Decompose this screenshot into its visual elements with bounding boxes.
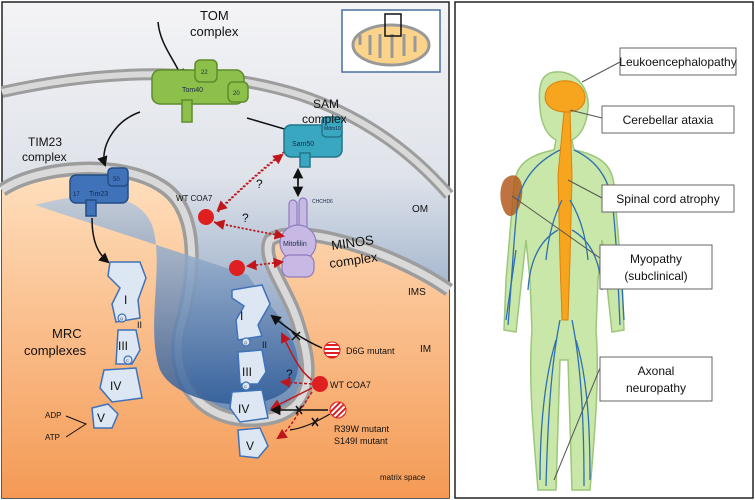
brain-icon [544,80,586,113]
mrc-right-V: V [246,439,254,453]
r39w-mutant-label: R39W mutant [334,424,390,434]
wt-coa7-matrix-label: WT COA7 [330,380,371,390]
left-panel: OM IMS IM matrix space TOM complex Tom40… [0,1,454,499]
r39w-mutant-icon [329,401,347,419]
sam-sub-label: Mdm10 [324,126,341,132]
tim23-complex: TIM23 complex Tim23 17 50 [22,111,141,264]
myopathy-text: Myopathy [630,252,682,266]
question-mark-2: ? [242,211,249,225]
tom-20-label: 20 [233,91,240,97]
mitofilin-label: Mitofilin [283,241,307,248]
wt-coa7-ims-label: WT COA7 [176,194,213,203]
spinal-cord-icon [557,111,573,321]
label-spinal-cord-atrophy: Spinal cord atrophy [567,179,735,213]
mrc-right-q: Q [244,340,247,345]
sam-complex: SAM complex Sam50 Mdm10 [246,97,347,168]
mrc-right-III: III [242,365,252,379]
mrc-complexes-left: MRC complexes I II III IV V Q C ADP ATP [24,261,147,442]
s149i-mutant-label: S149I mutant [334,436,388,446]
myopathy-subclinical-text: (subclinical) [624,269,687,283]
mrc-left-I: I [124,293,127,307]
spinal-cord-atrophy-text: Spinal cord atrophy [616,192,719,206]
matrix-label: matrix space [380,473,426,482]
mrc-right-II: II [262,340,267,350]
tim23-50-label: 50 [113,177,120,183]
wt-coa7-matrix-icon [312,376,328,392]
mrc-right-I: I [240,309,243,323]
tom-complex: TOM complex Tom40 22 20 [151,8,249,123]
d6g-mutant-label: D6G mutant [346,346,395,356]
mrc-title-line2: complexes [24,343,87,358]
atp-label: ATP [45,433,60,442]
mrc-title-line1: MRC [52,326,82,341]
mrc-right-IV: IV [238,402,249,416]
mrc-left-q: Q [120,316,123,321]
label-leukoencephalopathy: Leukoencephalopathy [581,47,737,83]
mrc-left-IV: IV [110,379,121,393]
tim23-title-line1: TIM23 [28,135,62,149]
tim23-channel-label: Tim23 [89,191,108,198]
sam-title-line1: SAM [313,97,339,111]
tim23-17-label: 17 [73,192,80,198]
chchd6-label: CHCHD6 [312,199,333,205]
tom-title-line1: TOM [200,8,229,23]
coa7-mutants: D6G mutant WT COA7 R39W mutant S149I mut… [269,314,395,446]
axonal-text: Axonal [638,364,675,378]
minos-title-line2: complex [328,249,379,271]
ims-label: IMS [408,287,426,298]
sam-title-line2: complex [302,112,347,126]
adp-label: ADP [45,411,61,420]
minos-title-line1: MINOS [330,232,375,253]
question-mark-1: ? [256,177,263,191]
mrc-right-c: C [244,384,247,389]
mrc-left-V: V [97,411,105,425]
wt-coa7-ims: WT COA7 ? ? [176,151,286,276]
om-label: OM [412,204,428,215]
label-myopathy: Myopathy (subclinical) [511,195,713,290]
tom-channel-label: Tom40 [182,87,203,94]
cerebellar-ataxia-text: Cerebellar ataxia [623,113,714,127]
mrc-left-c: C [126,358,129,363]
neuropathy-text: neuropathy [626,381,686,395]
mitochondrion-inset-icon [341,9,441,73]
label-axonal-neuropathy: Axonal neuropathy [553,356,713,481]
leukoencephalopathy-text: Leukoencephalopathy [619,55,736,69]
tim23-title-line2: complex [22,150,67,164]
mrc-left-III: III [118,339,128,353]
human-body-illustration [500,71,625,491]
d6g-mutant-icon [323,341,341,359]
label-cerebellar-ataxia: Cerebellar ataxia [569,105,735,134]
tom-22-label: 22 [201,70,208,76]
right-panel: Leukoencephalopathy Cerebellar ataxia Sp… [454,1,754,499]
sam-channel-label: Sam50 [292,141,314,148]
im-label: IM [420,344,431,355]
tom-title-line2: complex [190,24,239,39]
mrc-complexes-right: I II III IV V Q C [229,284,271,459]
mrc-left-II: II [137,320,142,330]
question-mark-3: ? [286,367,293,381]
minos-complex: CHCHD6 Mitofilin MINOS complex [279,167,379,278]
